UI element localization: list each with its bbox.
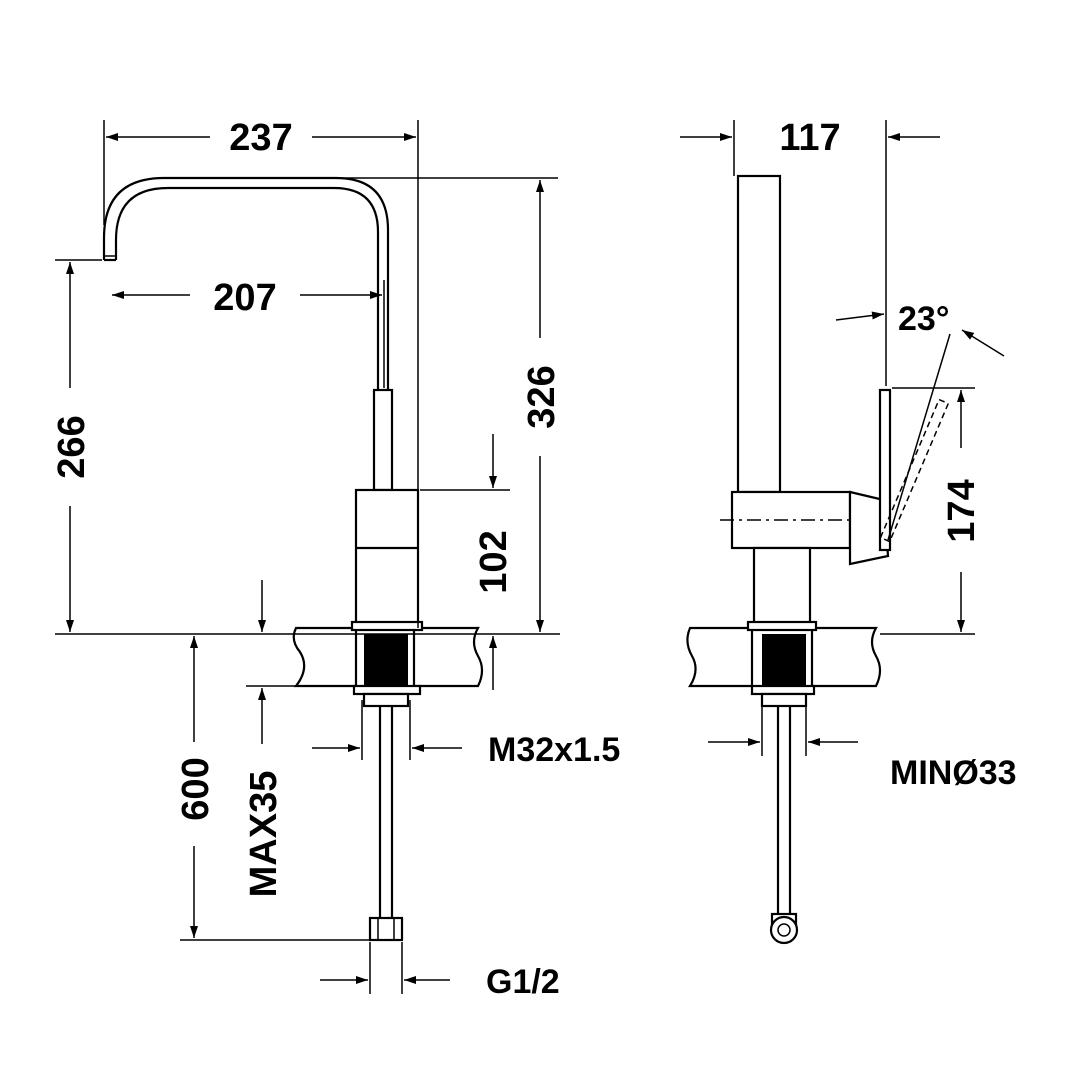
dim-label-max35: MAX35 [243, 771, 285, 898]
dim-angle-23: 23° [835, 300, 1005, 541]
side-faucet [720, 174, 950, 945]
dim-width-237: 237 [103, 117, 419, 628]
dim-label-g12: G1/2 [486, 963, 560, 1001]
front-countertop [292, 626, 484, 688]
dim-depth-117: 117 [680, 117, 940, 386]
dim-label-266: 266 [51, 415, 93, 478]
dim-height-266: 266 [51, 259, 560, 635]
side-view: 117 23° 174 MINØ33 [680, 117, 1017, 945]
dim-label-23: 23° [898, 300, 949, 338]
dim-hose-600: 600 [175, 636, 372, 941]
side-countertop [686, 626, 882, 688]
dim-thread-m32: M32x1.5 [312, 700, 620, 769]
dim-connection-g12: G1/2 [320, 942, 560, 1001]
dim-label-m32: M32x1.5 [488, 731, 620, 769]
dim-height-174: 174 [880, 387, 983, 635]
dim-label-174: 174 [941, 479, 983, 542]
dim-label-102: 102 [473, 530, 515, 593]
front-view: 237 207 266 326 102 [51, 117, 620, 1001]
front-faucet [102, 176, 424, 942]
dim-label-326: 326 [521, 365, 563, 428]
dim-deck-max35: MAX35 [243, 580, 300, 897]
dim-height-102: 102 [420, 434, 515, 690]
dim-label-min33: MINØ33 [890, 754, 1017, 792]
dim-label-207: 207 [213, 277, 276, 319]
dim-hole-min33: MINØ33 [708, 700, 1017, 792]
dim-height-326: 326 [340, 177, 563, 632]
dim-label-117: 117 [779, 117, 840, 159]
dim-label-237: 237 [229, 117, 292, 159]
dim-label-600: 600 [175, 757, 217, 820]
dim-reach-207: 207 [112, 277, 385, 388]
